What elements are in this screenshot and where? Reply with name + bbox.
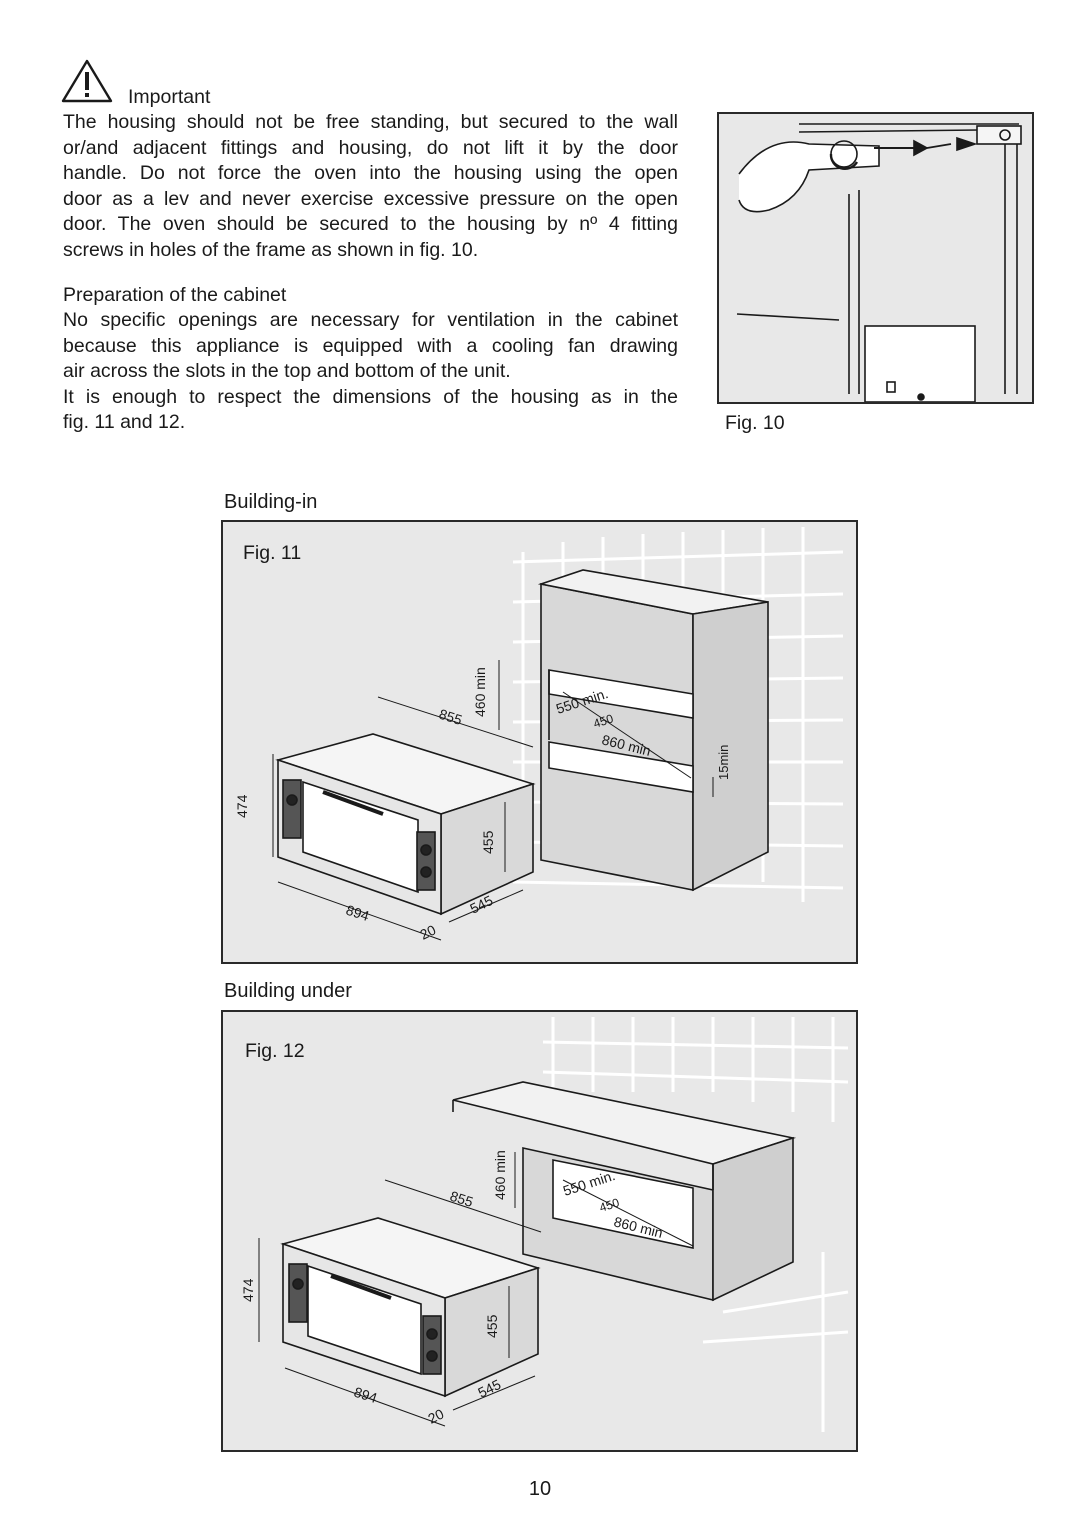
fig12-label: Fig. 12 <box>245 1040 305 1062</box>
dim-455: 455 <box>480 830 496 854</box>
dimension-lines <box>272 660 714 941</box>
cabinet-paragraph: No specific openings are necessary for v… <box>63 308 678 436</box>
dim-450: 450 <box>592 711 616 731</box>
warning-paragraph: The housing should not be free standing,… <box>63 110 678 263</box>
cabinet-line: fig. 11 and 12. <box>63 411 186 433</box>
warning-line: door as a lev and never exercise excessi… <box>63 187 678 210</box>
cabinet-title: Preparation of the cabinet <box>63 284 287 306</box>
fig11-section-title: Building-in <box>224 491 318 513</box>
dim-474: 474 <box>234 794 250 818</box>
dim-460-min: 460 min <box>472 667 488 717</box>
cabinet-line: air across the slots in the top and bott… <box>63 360 511 382</box>
dim-455: 455 <box>484 1314 500 1338</box>
fig10-illustration <box>736 123 1022 403</box>
dim-450: 450 <box>598 1195 622 1215</box>
fig10-label: Fig. 10 <box>725 412 785 434</box>
cabinet-line: It is enough to respect the dimensions o… <box>63 385 678 408</box>
dim-15min: 15min <box>716 745 731 780</box>
dimension-lines <box>258 1152 694 1427</box>
wall-tiles <box>542 1017 849 1432</box>
dim-20: 20 <box>417 921 438 942</box>
page-number: 10 <box>528 1478 552 1500</box>
dim-855: 855 <box>437 706 464 729</box>
fig12-frame: Fig. 12 <box>221 1010 858 1452</box>
warning-triangle-icon <box>61 59 113 103</box>
dim-20: 20 <box>425 1405 446 1426</box>
housing-cabinet <box>537 569 769 892</box>
fig11-label: Fig. 11 <box>243 542 302 564</box>
dim-855: 855 <box>448 1188 475 1211</box>
fig12-section-title: Building under <box>224 980 352 1002</box>
warning-title: Important <box>128 86 211 108</box>
oven-unit <box>280 1217 541 1398</box>
housing-counter <box>452 1081 797 1302</box>
warning-line: door. The oven should be secured to the … <box>63 213 678 235</box>
warning-line: screws in holes of the frame as shown in… <box>63 238 479 261</box>
warning-line: or/and adjacent fittings and housing, do… <box>63 136 678 159</box>
dim-894: 894 <box>352 1384 379 1407</box>
fig11-frame: Fig. 11 <box>221 520 858 964</box>
cabinet-line: No specific openings are necessary for v… <box>63 309 678 331</box>
warning-line: The housing should not be free standing,… <box>63 111 678 133</box>
warning-line: handle. Do not force the oven into the h… <box>63 162 678 184</box>
dim-460-min: 460 min <box>492 1150 508 1200</box>
fig12-illustration: 460 min 855 550 min. 450 860 min 474 455… <box>240 1017 849 1432</box>
dim-474: 474 <box>240 1278 256 1302</box>
oven-unit <box>275 733 536 916</box>
dim-894: 894 <box>344 902 371 925</box>
fig10-frame <box>717 112 1034 404</box>
cabinet-line: because this appliance is equipped with … <box>63 334 678 357</box>
fig11-illustration: 460 min 855 550 min. 450 860 min 15min 4… <box>234 527 844 943</box>
